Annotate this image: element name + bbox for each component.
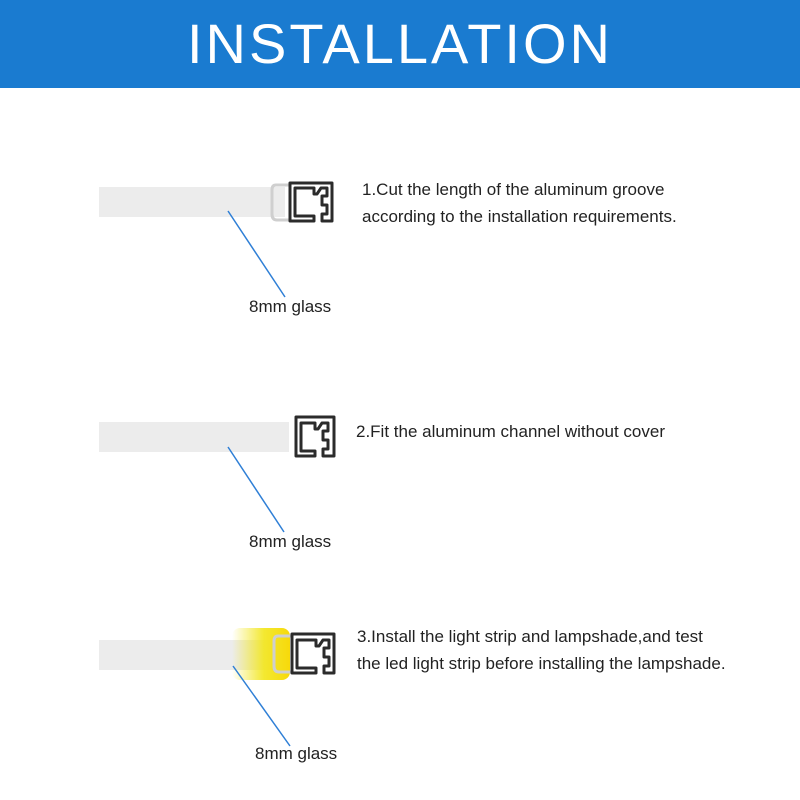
step-3: 3.Install the light strip and lampshade,… <box>0 610 800 780</box>
step-3-instruction: 3.Install the light strip and lampshade,… <box>357 627 726 673</box>
step-1: 1.Cut the length of the aluminum groove … <box>0 150 800 320</box>
glass-label: 8mm glass <box>255 744 338 763</box>
step-2-diagram <box>99 415 336 533</box>
step-1-diagram <box>99 181 334 298</box>
aluminum-channel <box>288 181 334 223</box>
step-3-diagram <box>99 628 336 747</box>
step-2: 2.Fit the aluminum channel without cover… <box>0 395 800 565</box>
header-banner: INSTALLATION <box>0 0 800 88</box>
channel-cover <box>272 634 291 674</box>
glass-label: 8mm glass <box>249 532 332 551</box>
glass-panel <box>99 422 289 452</box>
aluminum-channel <box>294 415 336 458</box>
glass-panel <box>99 187 285 217</box>
step-1-instruction: 1.Cut the length of the aluminum groove … <box>362 180 677 226</box>
channel-cover <box>270 183 289 222</box>
aluminum-channel <box>290 632 336 675</box>
pointer-line <box>227 446 285 533</box>
glass-label: 8mm glass <box>249 297 332 316</box>
pointer-line <box>232 665 291 747</box>
pointer-line <box>227 210 286 298</box>
step-2-instruction: 2.Fit the aluminum channel without cover <box>356 422 665 441</box>
page-title: INSTALLATION <box>186 12 613 75</box>
